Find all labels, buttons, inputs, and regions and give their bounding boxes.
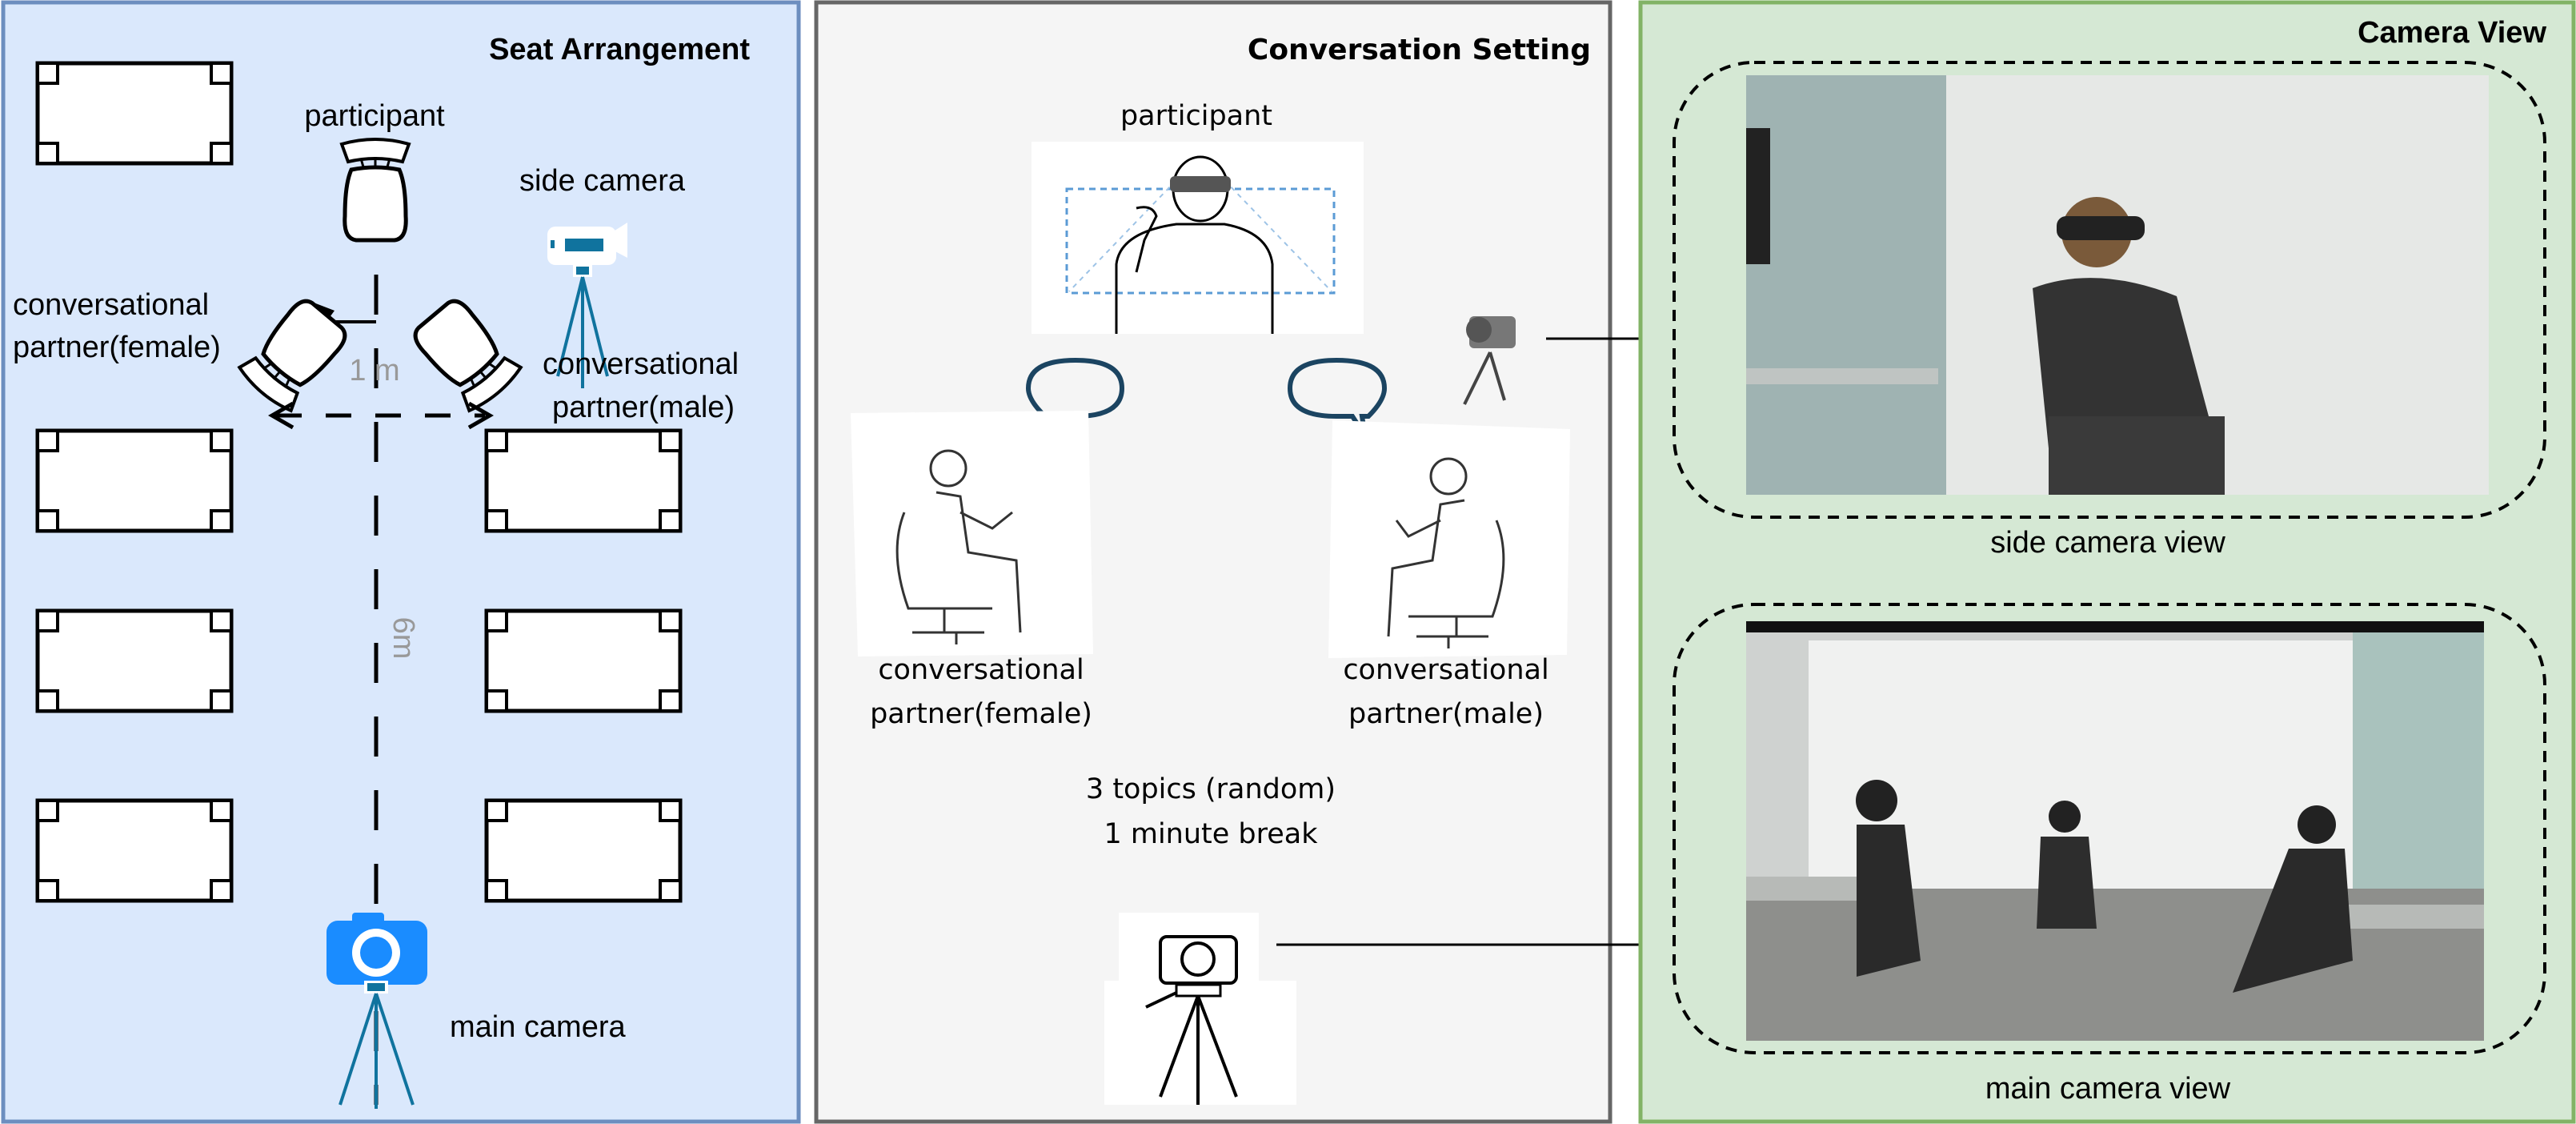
camera-view-title: Camera View [2358,16,2546,50]
seat-arrangement-title: Seat Arrangement [489,33,750,66]
table [38,431,231,531]
break-label: 1 minute break [1104,818,1318,850]
side-camera-photo [1746,75,2489,495]
main-camera-view-caption: main camera view [1985,1072,2231,1106]
female-label-line1: conversational [878,654,1084,686]
headset-icon [1170,176,1231,192]
camera-view-panel: Camera View side camera view [1638,0,2576,1124]
distance-6m-label: 6m [387,617,420,660]
male-partner-sketch [1328,420,1570,658]
side-view-frame [1673,61,2546,519]
participant-sketch [1032,142,1364,334]
table [487,431,680,531]
table [38,611,231,711]
distance-1m-label: 1 m [349,354,399,387]
speech-bubble-icon [1287,357,1388,438]
female-partner-sketch [851,411,1093,656]
main-camera-icon [327,913,427,1109]
distance-arrow-horizontal [267,401,495,430]
participant-label: participant [1120,100,1272,132]
table [38,63,231,163]
male-label-line2: partner(male) [552,391,735,424]
side-camera-sketch-icon [1463,316,1516,405]
female-label-line2: partner(female) [13,331,221,364]
table [487,801,680,901]
side-camera-view-caption: side camera view [1990,526,2225,560]
table [38,801,231,901]
participant-label: participant [304,99,445,133]
main-camera-sketch-icon [1104,913,1296,1105]
topics-label: 3 topics (random) [1086,773,1336,805]
female-label-line2: partner(female) [870,698,1092,730]
main-view-frame [1673,603,2546,1054]
main-camera-label: main camera [450,1010,626,1044]
male-label-line1: conversational [543,347,739,381]
table [487,611,680,711]
female-label-line1: conversational [13,288,209,322]
side-camera-label: side camera [519,164,686,198]
conversation-setting-panel: Conversation Setting participant [814,0,1674,1124]
male-label-line2: partner(male) [1348,698,1544,730]
seat-arrangement-panel: Seat Arrangement participant side camera [1,0,801,1124]
conversation-setting-title: Conversation Setting [1248,34,1591,66]
side-camera-icon [547,223,627,388]
male-label-line1: conversational [1343,654,1548,686]
speech-bubble-icon [1025,357,1125,438]
participant-chair-icon [342,139,409,240]
main-camera-photo [1746,621,2484,1041]
